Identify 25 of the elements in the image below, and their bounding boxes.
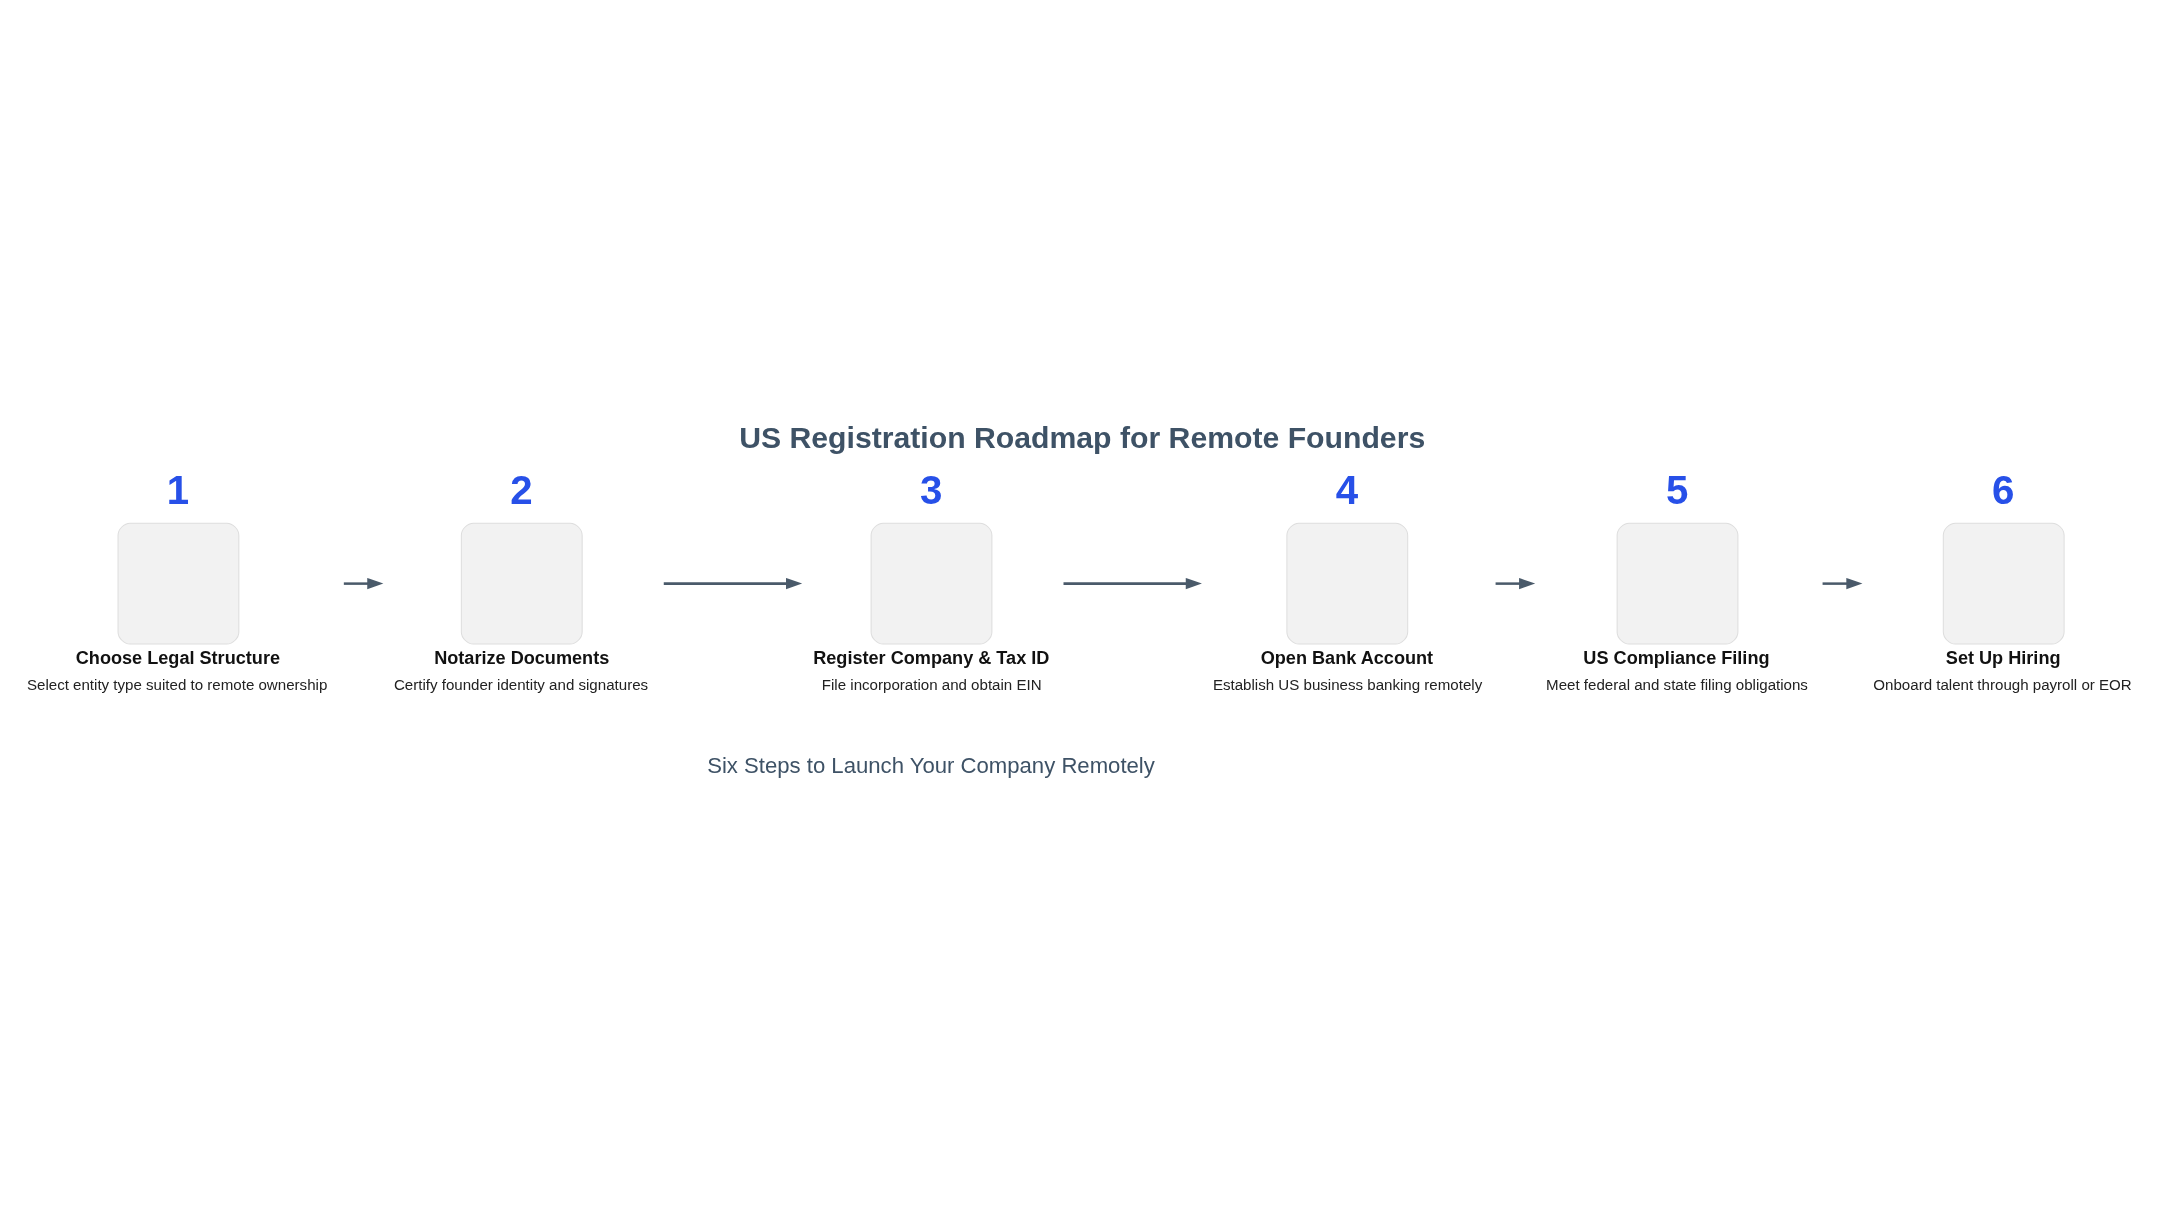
node-label: Meet federal and state filing obligations xyxy=(1546,676,1808,694)
node-label: US Compliance Filing xyxy=(1583,647,1770,668)
node-label: Open Bank Account xyxy=(1260,647,1434,668)
node-label: Set Up Hiring xyxy=(1945,647,2061,668)
node-label: 3 xyxy=(919,468,943,514)
arrow xyxy=(663,577,803,590)
node-label: File incorporation and obtain EIN xyxy=(821,676,1042,694)
node-label: Select entity type suited to remote ownership xyxy=(26,676,328,694)
arrow xyxy=(1063,577,1202,590)
node-label: 6 xyxy=(1992,468,2015,514)
node-label: Notarize Documents xyxy=(434,647,610,668)
node-label: Choose Legal Structure xyxy=(75,647,281,668)
arrow xyxy=(343,577,384,590)
node-label: Register Company & Tax ID xyxy=(813,647,1050,668)
node-label: 1 xyxy=(166,468,190,514)
node-label: 4 xyxy=(1335,468,1359,514)
diagram-title: US Registration Roadmap for Remote Founders xyxy=(739,421,1426,455)
node-label: Certify founder identity and signatures xyxy=(393,676,649,694)
node-label: 2 xyxy=(510,468,533,514)
arrow xyxy=(1822,577,1863,590)
label: Six Steps to Launch Your Company Remotely xyxy=(707,752,1155,778)
node-label: 5 xyxy=(1665,468,1689,514)
node-label: Establish US business banking remotely xyxy=(1212,676,1483,694)
arrow xyxy=(1495,577,1536,590)
node-label: Onboard talent through payroll or EOR xyxy=(1873,676,2132,694)
